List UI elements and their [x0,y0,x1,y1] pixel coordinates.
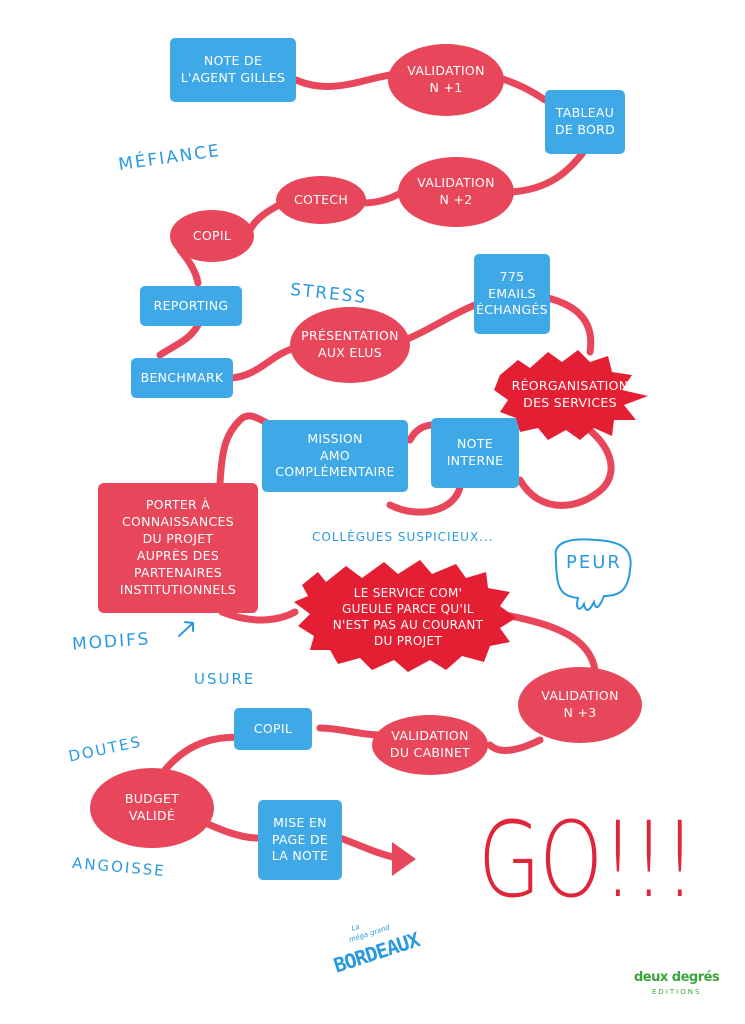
peur-bubble [554,538,632,611]
box-note-agent [170,38,296,102]
box-emails [474,254,550,334]
box-mission-amo [262,420,408,492]
arrow-head [392,842,416,876]
blob-validation-n1 [388,44,504,116]
box-reporting [140,286,242,326]
box-note-interne [431,418,519,488]
blob-validation-n3 [518,667,642,743]
burst-service-com [294,560,516,672]
blob-validation-n2 [398,157,514,227]
box-porter [98,483,258,613]
emotion-collegues: COLLÈGUES SUSPICIEUX... [312,530,494,544]
box-mise-en-page [258,800,342,880]
blob-validation-cabinet [372,715,488,775]
emotion-peur: PEUR [566,552,622,573]
burst-reorganisation [494,350,648,440]
blob-presentation [290,307,410,383]
blob-copil-1 [170,210,254,262]
logo-la: La [350,922,361,933]
box-tableau-de-bord [545,90,625,154]
emotion-usure: USURE [194,670,256,688]
publisher-sub: EDITIONS [652,988,702,996]
box-benchmark [131,358,233,398]
go-text: GO!!! [478,799,696,921]
publisher-name: deux degrés [634,970,720,985]
blob-budget [90,768,214,848]
box-copil-2 [234,708,312,750]
modifs-arrow-icon [178,621,194,637]
blob-cotech [276,176,366,224]
